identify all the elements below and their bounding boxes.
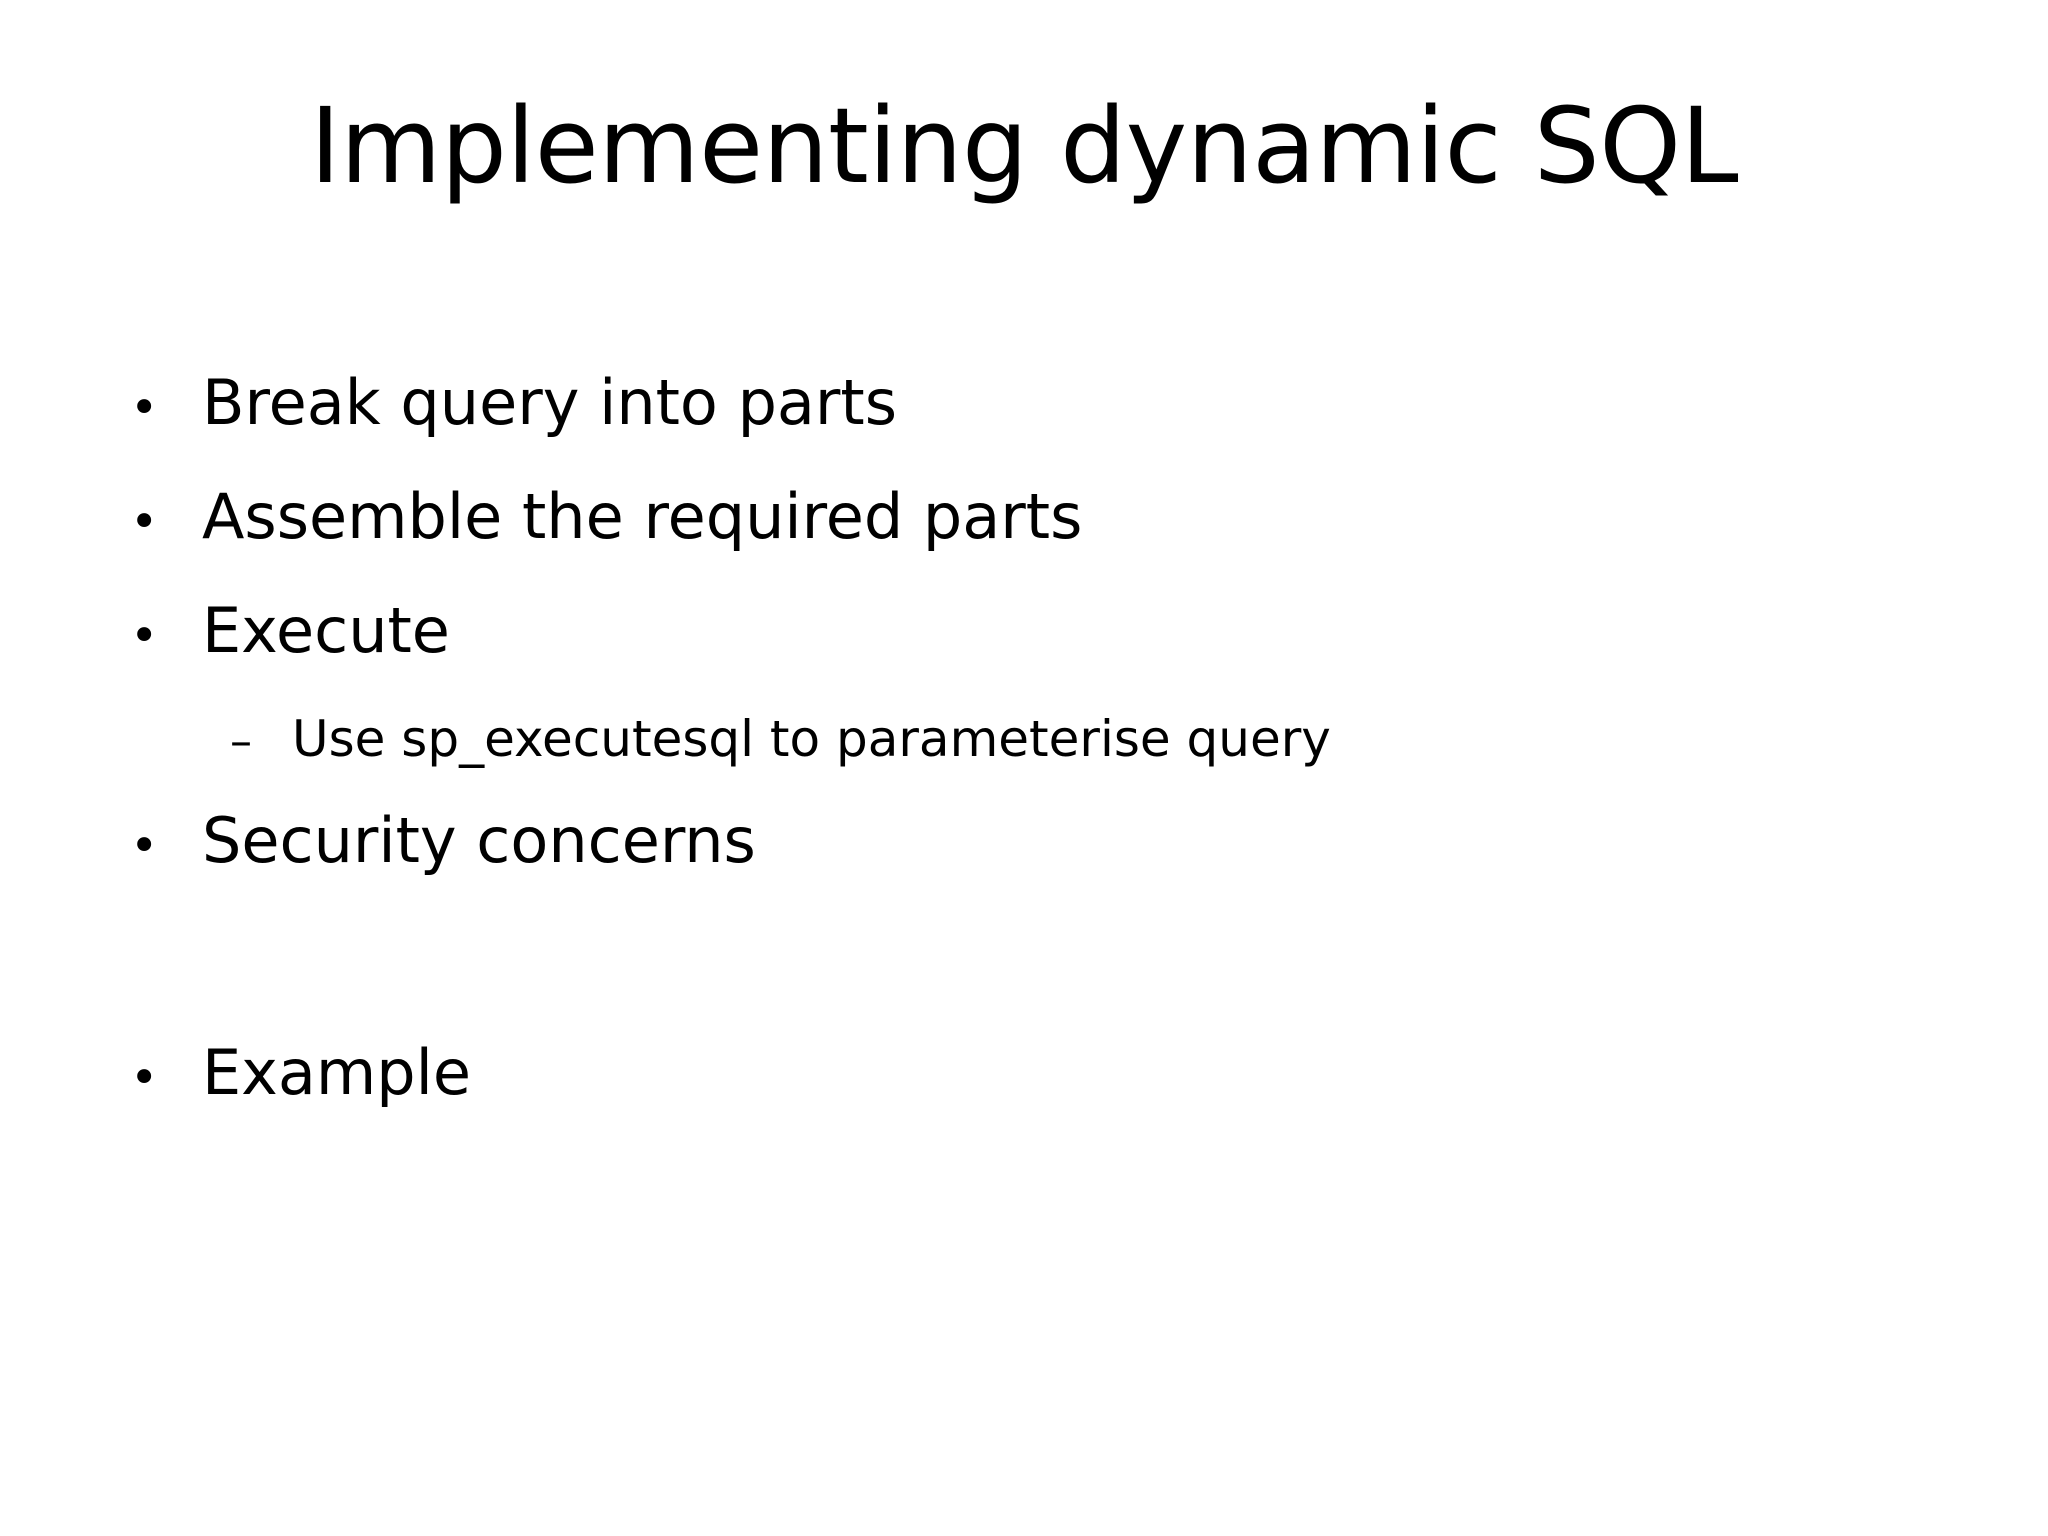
bullet-item-example: • Example [118, 1042, 1938, 1156]
bullet-label: Break query into parts [202, 366, 898, 439]
bullet-item-assemble-parts: • Assemble the required parts [118, 486, 1938, 600]
blank-line [118, 924, 1938, 1042]
slide-title: Implementing dynamic SQL [309, 85, 1739, 207]
bullet-marker-icon: • [130, 818, 159, 874]
bullet-label: Example [202, 1036, 471, 1109]
bullet-label: Execute [202, 594, 450, 667]
slide-body-content: • Break query into parts • Assemble the … [118, 372, 1938, 1156]
dash-marker-icon: – [230, 716, 252, 767]
sub-bullet-item-sp-executesql: – Use sp_executesql to parameterise quer… [118, 714, 1938, 810]
bullet-label: Assemble the required parts [202, 480, 1083, 553]
bullet-item-execute: • Execute [118, 600, 1938, 714]
bullet-label: Security concerns [202, 804, 756, 877]
sub-bullet-label: Use sp_executesql to parameterise query [292, 710, 1331, 768]
bullet-marker-icon: • [130, 608, 159, 664]
bullet-marker-icon: • [130, 494, 159, 550]
bullet-marker-icon: • [130, 1050, 159, 1106]
bullet-item-break-query: • Break query into parts [118, 372, 1938, 486]
bullet-marker-icon: • [130, 380, 159, 436]
bullet-item-security-concerns: • Security concerns [118, 810, 1938, 924]
